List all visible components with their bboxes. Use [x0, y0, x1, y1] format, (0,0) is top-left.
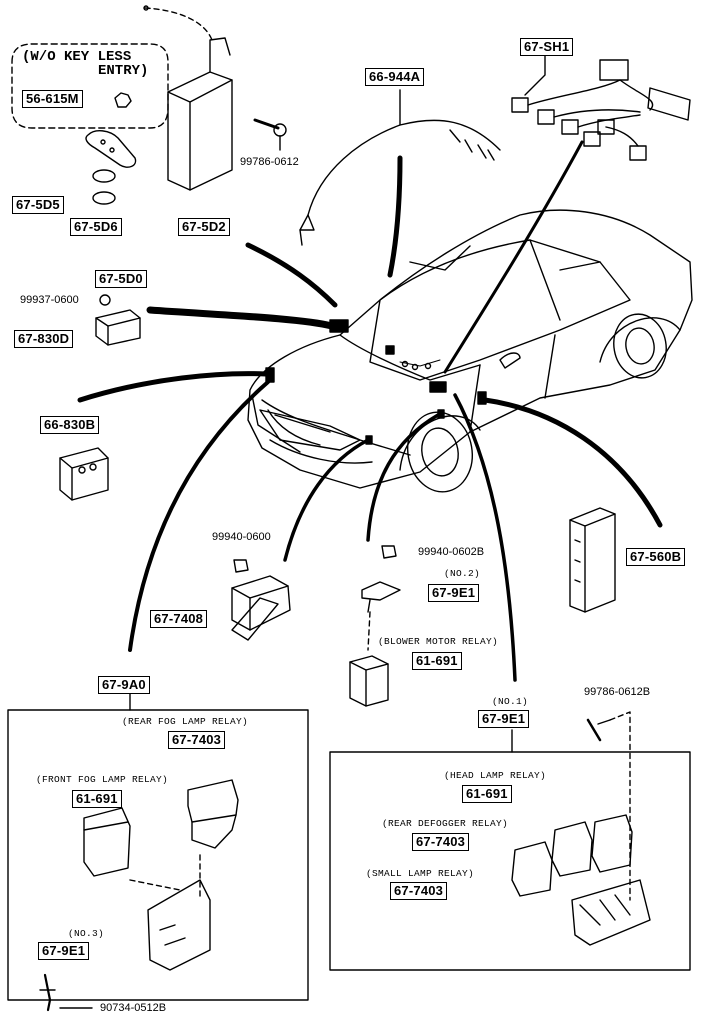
- car-body: [247, 209, 693, 493]
- part-67-560B[interactable]: 67-560B: [626, 548, 686, 566]
- num-99937-0600: 99937-0600: [20, 294, 79, 306]
- caption-rear-defog: (REAR DEFOGGER RELAY): [382, 818, 509, 829]
- caption-no1: (NO.1): [492, 696, 529, 707]
- num-99940-0602B: 99940-0602B: [418, 546, 485, 558]
- head-lamp-box: [329, 711, 691, 971]
- caption-blower: (BLOWER MOTOR RELAY): [378, 636, 499, 647]
- key-fob-icon: [85, 130, 137, 168]
- part-67-7403-small[interactable]: 67-7403: [390, 882, 448, 900]
- rear-fog-box: [7, 689, 309, 1012]
- part-67-9E1-no1[interactable]: 67-9E1: [478, 710, 530, 728]
- caption-rear-fog: (REAR FOG LAMP RELAY): [122, 716, 249, 727]
- part-61-691-blower[interactable]: 61-691: [412, 652, 462, 670]
- part-66-830B[interactable]: 66-830B: [40, 416, 100, 434]
- num-90734-0512B: 90734-0512B: [100, 1002, 167, 1014]
- part-67-5D2[interactable]: 67-5D2: [178, 218, 230, 236]
- battery-icon-2: [92, 191, 116, 205]
- part-61-691-front-fog[interactable]: 61-691: [72, 790, 122, 808]
- part-67-9A0[interactable]: 67-9A0: [98, 676, 150, 694]
- harness-66-944A: [299, 89, 501, 246]
- caption-front-fog: (FRONT FOG LAMP RELAY): [36, 774, 169, 785]
- part-67-5D5[interactable]: 67-5D5: [12, 196, 64, 214]
- caption-small: (SMALL LAMP RELAY): [366, 868, 475, 879]
- relay-67-830D: [95, 294, 141, 346]
- part-67-7403-rear-fog[interactable]: 67-7403: [168, 731, 226, 749]
- part-67-7408[interactable]: 67-7408: [150, 610, 208, 628]
- leader-lines: [77, 140, 663, 682]
- keyless-note-line1: (W/O KEY LESS: [22, 49, 132, 65]
- num-99786-0612B: 99786-0612B: [584, 686, 651, 698]
- part-66-944A[interactable]: 66-944A: [365, 68, 425, 86]
- part-67-7403-defog[interactable]: 67-7403: [412, 833, 470, 851]
- key-cylinder-icon: [114, 92, 132, 108]
- keyless-module: [143, 5, 287, 191]
- keyless-note-line2: ENTRY): [98, 63, 149, 79]
- part-67-SH1[interactable]: 67-SH1: [520, 38, 574, 56]
- relay-67-7408: [231, 559, 291, 641]
- caption-no3: (NO.3): [68, 928, 105, 939]
- bracket-67-9E1-no2: [349, 545, 401, 707]
- relay-66-830B: [59, 447, 109, 501]
- harness-67-SH1: [511, 54, 691, 161]
- num-99786-0612: 99786-0612: [240, 156, 299, 168]
- module-67-560B: [569, 507, 616, 613]
- num-99940-0600: 99940-0600: [212, 531, 271, 543]
- part-67-5D0[interactable]: 67-5D0: [95, 270, 147, 288]
- battery-icon: [92, 169, 116, 183]
- part-67-9E1-no2[interactable]: 67-9E1: [428, 584, 480, 602]
- part-67-9E1-no3[interactable]: 67-9E1: [38, 942, 90, 960]
- part-67-830D[interactable]: 67-830D: [14, 330, 74, 348]
- part-61-691-head[interactable]: 61-691: [462, 785, 512, 803]
- caption-head: (HEAD LAMP RELAY): [444, 770, 547, 781]
- caption-no2: (NO.2): [444, 568, 481, 579]
- part-56-615M[interactable]: 56-615M: [22, 90, 83, 108]
- part-67-5D6[interactable]: 67-5D6: [70, 218, 122, 236]
